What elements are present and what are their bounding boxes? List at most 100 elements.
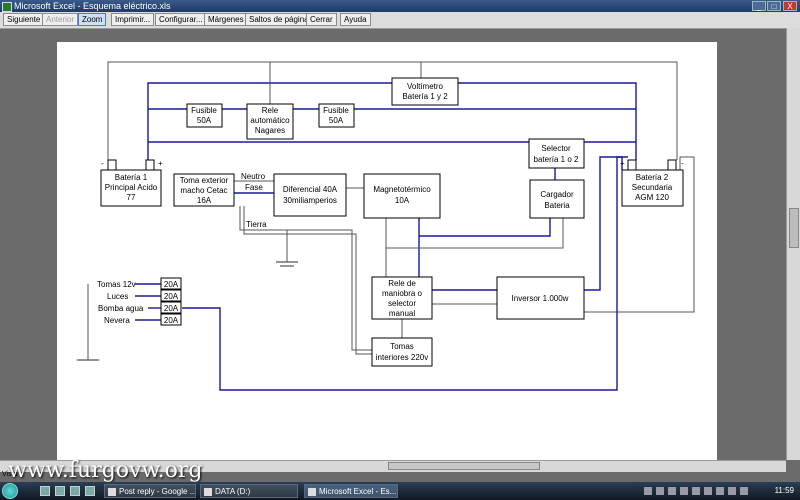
vertical-scrollbar[interactable] xyxy=(786,28,800,460)
maneuver-relay-line-1: maniobra o xyxy=(382,289,423,298)
battery-2-minus: - xyxy=(681,159,684,168)
quicklaunch-icon-1[interactable] xyxy=(40,486,50,496)
tray-icon-4[interactable] xyxy=(680,487,688,495)
volume-icon[interactable] xyxy=(740,487,748,495)
window-title-bar: Microsoft Excel - Esquema eléctrico.xls … xyxy=(0,0,800,12)
tray-icon-1[interactable] xyxy=(644,487,652,495)
print-button[interactable]: Imprimir... xyxy=(111,13,155,26)
task-browser[interactable]: Post reply - Google ... xyxy=(104,484,196,498)
external-socket-line-0: Toma exterior xyxy=(180,176,229,185)
clock[interactable]: 11:59 xyxy=(774,486,794,495)
status-bar-text: Vista xyxy=(2,471,18,478)
circuit-rating-2: 20A xyxy=(164,304,179,313)
battery-2-plus: + xyxy=(620,159,625,168)
circuit-name-1: Luces xyxy=(107,292,128,301)
task-folder[interactable]: DATA (D:) xyxy=(200,484,298,498)
inverter-line-0: Inversor 1.000w xyxy=(512,294,569,303)
task-label-0: Post reply - Google ... xyxy=(119,487,196,496)
magnetothermal-line-1: 10A xyxy=(395,196,410,205)
folder-icon xyxy=(204,488,212,496)
fuse-1-box: Fusible 50A xyxy=(186,103,223,128)
circuit-list: Tomas 12v 20A Luces 20A Bomba agua 20A N… xyxy=(97,277,182,326)
maneuver-relay-line-0: Rele de xyxy=(388,279,416,288)
circuit-name-3: Nevera xyxy=(104,316,130,325)
external-socket-line-2: 16A xyxy=(197,196,212,205)
inv-bat2-pos xyxy=(584,156,623,291)
magnetothermal-line-0: Magnetotérmico xyxy=(373,185,431,194)
selector-box: Selector batería 1 o 2 xyxy=(528,138,585,169)
phase-label: Fase xyxy=(245,183,263,192)
tray-icon-5[interactable] xyxy=(692,487,700,495)
magnetothermal-box: Magnetotérmico 10A xyxy=(363,173,441,219)
start-button[interactable] xyxy=(2,483,18,499)
battery-1-line-1: Principal Acido xyxy=(105,183,158,192)
setup-button[interactable]: Configurar... xyxy=(155,13,207,26)
fuse-1-line-0: Fusible xyxy=(191,106,217,115)
quicklaunch-icon-4[interactable] xyxy=(85,486,95,496)
zoom-button[interactable]: Zoom xyxy=(78,13,107,26)
battery-1-line-0: Batería 1 xyxy=(115,173,148,182)
maximize-button[interactable]: □ xyxy=(767,1,781,11)
quicklaunch-icon-2[interactable] xyxy=(55,486,65,496)
quicklaunch-icon-3[interactable] xyxy=(70,486,80,496)
inv-bat2-neg xyxy=(584,156,695,313)
margins-button[interactable]: Márgenes xyxy=(204,13,248,26)
browser-icon xyxy=(108,488,116,496)
charger-line-1: Bateria xyxy=(544,201,570,210)
maneuver-relay-line-2: selector xyxy=(388,299,416,308)
differential-box: Diferencial 40A 30miliamperios xyxy=(273,173,347,217)
fuse-1-line-1: 50A xyxy=(197,116,212,125)
window-title: Microsoft Excel - Esquema eléctrico.xls xyxy=(14,1,171,11)
close-window-button[interactable]: X xyxy=(783,1,797,11)
battery-2-box: + - Batería 2 Secundaria AGM 120 xyxy=(620,159,684,207)
relay-auto-line-0: Rele xyxy=(262,106,279,115)
tray-icon-2[interactable] xyxy=(656,487,664,495)
help-button[interactable]: Ayuda xyxy=(340,13,371,26)
maneuver-relay-box: Rele de maniobra o selector manual xyxy=(371,276,433,320)
vertical-scroll-thumb[interactable] xyxy=(789,208,799,248)
next-page-button[interactable]: Siguiente xyxy=(3,13,45,26)
print-preview-toolbar: Siguiente Anterior Zoom Imprimir... Conf… xyxy=(0,12,800,29)
voltmeter-line-1: Batería 1 y 2 xyxy=(402,92,448,101)
voltmeter-box: Voltímetro Batería 1 y 2 xyxy=(391,77,459,106)
circuit-rating-3: 20A xyxy=(164,316,179,325)
tray-icon-6[interactable] xyxy=(704,487,712,495)
interior-sockets-line-1: interiores 220v xyxy=(376,353,428,362)
watermark: www.furgovw.org xyxy=(8,458,203,483)
minimize-button[interactable]: _ xyxy=(752,1,766,11)
battery-2-line-2: AGM 120 xyxy=(635,193,669,202)
inverter-box: Inversor 1.000w xyxy=(496,276,585,320)
tray-icon-8[interactable] xyxy=(728,487,736,495)
ground-wire-a xyxy=(239,206,372,351)
task-excel[interactable]: Microsoft Excel - Es... xyxy=(304,484,398,498)
previous-page-button[interactable]: Anterior xyxy=(42,13,79,26)
earth-label: Tierra xyxy=(246,220,267,229)
interior-sockets-box: Tomas interiores 220v xyxy=(371,337,433,367)
battery-1-minus: - xyxy=(101,159,104,168)
excel-icon xyxy=(2,2,12,12)
charger-box: Cargador Bateria xyxy=(529,179,585,219)
external-socket-line-1: macho Cetac xyxy=(180,186,227,195)
wiring-diagram: Voltímetro Batería 1 y 2 Fusible 50A Rel… xyxy=(77,61,695,391)
tray-icon-7[interactable] xyxy=(716,487,724,495)
fuse-2-box: Fusible 50A xyxy=(318,103,355,128)
voltmeter-line-0: Voltímetro xyxy=(407,82,444,91)
excel-task-icon xyxy=(308,488,316,496)
wires xyxy=(77,61,695,391)
relay-auto-box: Rele automático Nagares xyxy=(246,103,294,140)
tray-icon-3[interactable] xyxy=(668,487,676,495)
neutral-label: Neutro xyxy=(241,172,266,181)
charger-line-0: Cargador xyxy=(540,190,574,199)
earth-drop-wire xyxy=(244,229,288,262)
battery-1-plus: + xyxy=(158,159,163,168)
close-preview-button[interactable]: Cerrar xyxy=(306,13,337,26)
differential-line-1: 30miliamperios xyxy=(283,196,337,205)
preview-page: Voltímetro Batería 1 y 2 Fusible 50A Rel… xyxy=(57,42,717,460)
component-boxes: Voltímetro Batería 1 y 2 Fusible 50A Rel… xyxy=(100,77,684,367)
horizontal-scrollbar[interactable] xyxy=(0,460,786,472)
horizontal-scroll-thumb[interactable] xyxy=(388,462,540,470)
circuit-rating-0: 20A xyxy=(164,280,179,289)
circuit-bus-wire xyxy=(182,156,628,391)
task-label-2: Microsoft Excel - Es... xyxy=(319,487,397,496)
page-breaks-button[interactable]: Saltos de página xyxy=(245,13,313,26)
